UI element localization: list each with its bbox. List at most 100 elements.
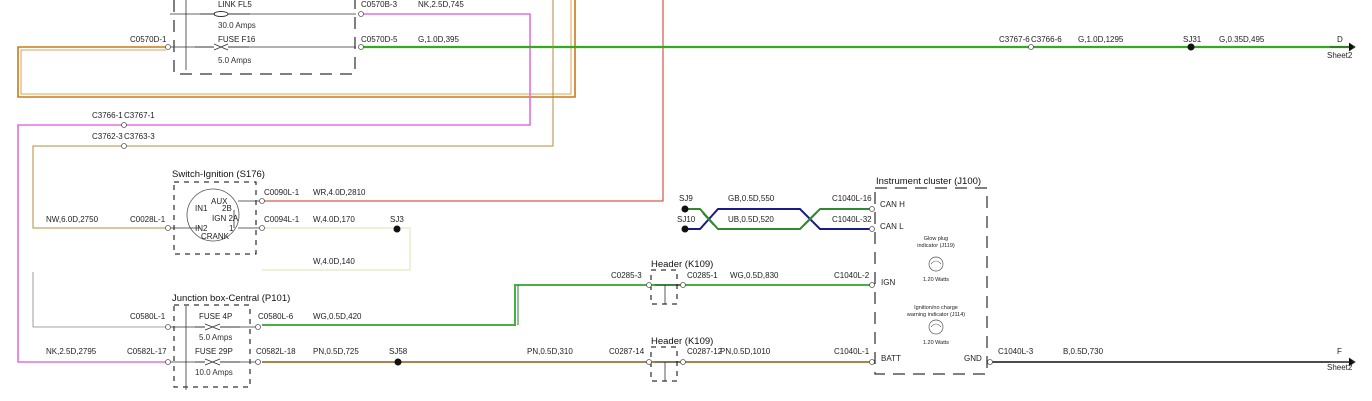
conn-c0570d-5: C0570D-5: [361, 35, 398, 44]
header-lower-title: Header (K109): [651, 336, 713, 347]
pin-gnd: GND: [964, 354, 982, 363]
wire-label-wg-420: WG,0.5D,420: [313, 312, 362, 321]
wire-label-ub-520: UB,0.5D,520: [728, 215, 774, 224]
glow-plug-label-a: Glow plug: [924, 236, 948, 242]
wire-nk-745: [17, 13, 531, 363]
sheet-ref-d-sheet: Sheet2: [1327, 51, 1353, 60]
fuse-link-fl5: [200, 11, 250, 17]
wire-wg-420: [262, 284, 870, 326]
pin-1: 1: [229, 224, 234, 233]
junction-box-outline: [173, 304, 251, 388]
pin-crank: CRANK: [201, 232, 230, 241]
fuse-29p: [195, 358, 240, 366]
conn-c3767-1: C3767-1: [124, 111, 155, 120]
conn-c0028l-1: C0028L-1: [130, 215, 166, 224]
wire-label-b-730: B,0.5D,730: [1063, 347, 1104, 356]
wire-label-w-170: W,4.0D,170: [313, 215, 355, 224]
fuse-link-amps: 30.0 Amps: [218, 21, 256, 30]
splice-sj31-label: SJ31: [1183, 35, 1202, 44]
conn-c3766-1: C3766-1: [92, 111, 123, 120]
splice-sj10-dot: [681, 225, 689, 233]
header-upper-box: [650, 269, 678, 305]
wire-can-h-gb: [686, 208, 870, 230]
conn-c3763-3: C3763-3: [124, 132, 155, 141]
pin-can-h: CAN H: [880, 200, 905, 209]
splice-sj58-dot: [394, 358, 402, 366]
pin-ign: IGN: [881, 278, 895, 287]
fuse-f16-name: FUSE F16: [218, 35, 256, 44]
brown-loop-wire: [17, 0, 576, 98]
brown-loop-wire-inner: [20, 0, 572, 95]
conn-c0285-3: C0285-3: [611, 271, 642, 280]
instrument-cluster-box: [874, 187, 988, 375]
splice-sj9-dot: [681, 205, 689, 213]
conn-c0570b-3: C0570B-3: [361, 0, 398, 9]
wire-label-gb-550: GB,0.5D,550: [728, 194, 775, 203]
wire-label-w-140: W,4.0D,140: [313, 257, 355, 266]
conn-c0580l-1: C0580L-1: [130, 312, 166, 321]
wire-label-pn-310: PN,0.5D,310: [527, 347, 573, 356]
fuse-f16-amps: 5.0 Amps: [218, 56, 251, 65]
junction-box-title: Junction box-Central (P101): [172, 293, 290, 304]
conn-c0570d-1: C0570D-1: [130, 35, 167, 44]
fuse-4p-name: FUSE 4P: [199, 312, 232, 321]
ign-warning-lamp: [928, 319, 944, 335]
header-upper-title: Header (K109): [651, 259, 713, 270]
wire-can-l-ub: [686, 208, 870, 230]
fuse-29p-amps: 10.0 Amps: [195, 368, 233, 377]
splice-sj3-dot: [393, 225, 401, 233]
wire-label-g-1295: G,1.0D,1295: [1078, 35, 1124, 44]
sheet-ref-d-letter: D: [1337, 35, 1343, 44]
sheet-ref-f-sheet: Sheet2: [1327, 363, 1353, 372]
ign-warn-label-a: Ignition/no charge: [914, 305, 958, 311]
wire-label-nk-745: NK,2.5D,745: [418, 0, 464, 9]
glow-plug-label-b: indicator (J119): [917, 243, 955, 249]
conn-c0287-14: C0287-14: [609, 347, 645, 356]
glow-plug-lamp: [928, 256, 944, 272]
conn-c0582l-17: C0582L-17: [127, 347, 167, 356]
wire-can-h-gb-top: [702, 212, 817, 226]
wire-c0580l-1: [32, 272, 166, 328]
header-internal: [655, 284, 685, 381]
switch-ignition-box: [173, 181, 257, 255]
conn-c0287-12: C0287-12: [687, 347, 723, 356]
fuse-box-internal-h: [170, 13, 356, 363]
switch-ignition-circle: [186, 188, 240, 242]
switch-internal: [170, 200, 262, 229]
fuse-f16: [195, 43, 249, 51]
pin-in1: IN1: [195, 204, 208, 213]
glow-plug-watts: 1.20 Watts: [923, 277, 949, 283]
fuse-29p-name: FUSE 29P: [195, 347, 233, 356]
terminals: [121, 11, 1034, 365]
splice-sj31-dot: [1187, 43, 1195, 51]
pin-can-l: CAN L: [880, 222, 904, 231]
conn-c0094l-1: C0094L-1: [264, 215, 300, 224]
ign-warn-watts: 1.20 Watts: [923, 340, 949, 346]
wire-label-wg-830: WG,0.5D,830: [730, 271, 779, 280]
conn-c1040l-16: C1040L-16: [832, 194, 872, 203]
fuse-box-upper-outline: [173, 0, 356, 75]
conn-c0285-1: C0285-1: [687, 271, 718, 280]
instrument-cluster-title: Instrument cluster (J100): [876, 176, 981, 187]
wire-label-g-395: G,1.0D,395: [418, 35, 459, 44]
pin-ign-2a: IGN 2A: [212, 214, 239, 223]
wire-wr-2810: [262, 0, 664, 202]
wire-w-170: [262, 227, 411, 271]
conn-c0582l-18: C0582L-18: [256, 347, 296, 356]
pin-batt: BATT: [881, 354, 901, 363]
splice-sj10-label: SJ10: [677, 215, 696, 224]
pin-2b: 2B: [222, 204, 232, 213]
wire-label-g-495: G,0.35D,495: [1219, 35, 1265, 44]
wire-label-nk-2795: NK,2.5D,2795: [46, 347, 97, 356]
fuse-link-name: LINK FL5: [218, 0, 252, 9]
conn-c3767-6: C3767-6: [999, 35, 1030, 44]
wire-label-pn-725: PN,0.5D,725: [313, 347, 359, 356]
wire-label-pn-1010: PN,0.5D,1010: [720, 347, 771, 356]
sheet-arrow-f: [1330, 357, 1356, 367]
conn-c1040l-32: C1040L-32: [832, 215, 872, 224]
ign-warn-label-b: warning indicator (J114): [906, 312, 965, 318]
conn-c0090l-1: C0090L-1: [264, 188, 300, 197]
conn-c3762-3: C3762-3: [92, 132, 123, 141]
pin-in2: IN2: [195, 224, 208, 233]
